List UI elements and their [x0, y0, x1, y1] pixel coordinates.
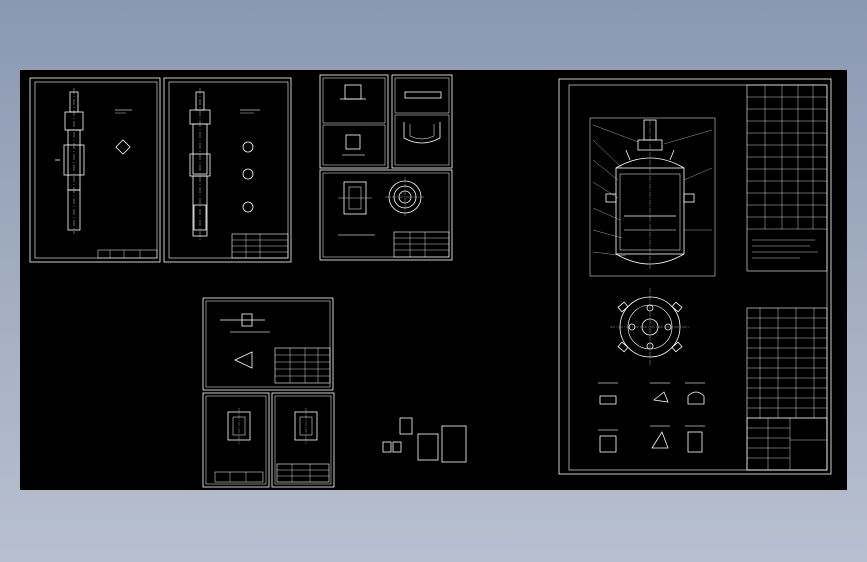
reactor-assembly-sheet [558, 78, 832, 475]
parts-sheet-a [319, 74, 389, 169]
small-part-4 [417, 433, 439, 461]
small-part-1 [382, 441, 392, 453]
model-space[interactable] [20, 70, 847, 490]
shaft-sheet-1 [29, 77, 161, 263]
drawing-canvas [29, 74, 832, 488]
loose-parts [382, 417, 467, 463]
detail-sheet-bl [202, 392, 270, 488]
detail-sheet-top [202, 297, 334, 391]
small-part-5 [441, 425, 467, 463]
shaft-sheet-2 [163, 77, 292, 263]
small-part-3 [399, 417, 413, 435]
flange-sheet [319, 169, 453, 261]
detail-sheet-br [271, 392, 335, 488]
parts-sheet-b [391, 74, 453, 169]
small-part-2 [392, 441, 402, 453]
